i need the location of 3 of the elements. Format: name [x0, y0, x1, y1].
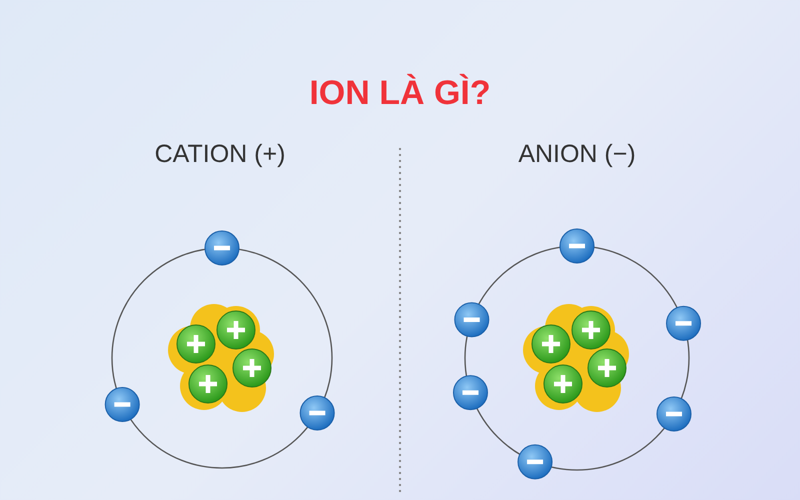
atom-type-label: ANION (−)	[518, 140, 636, 169]
atom-type-label: CATION (+)	[154, 140, 286, 169]
title: ION LÀ GÌ?	[308, 74, 492, 113]
